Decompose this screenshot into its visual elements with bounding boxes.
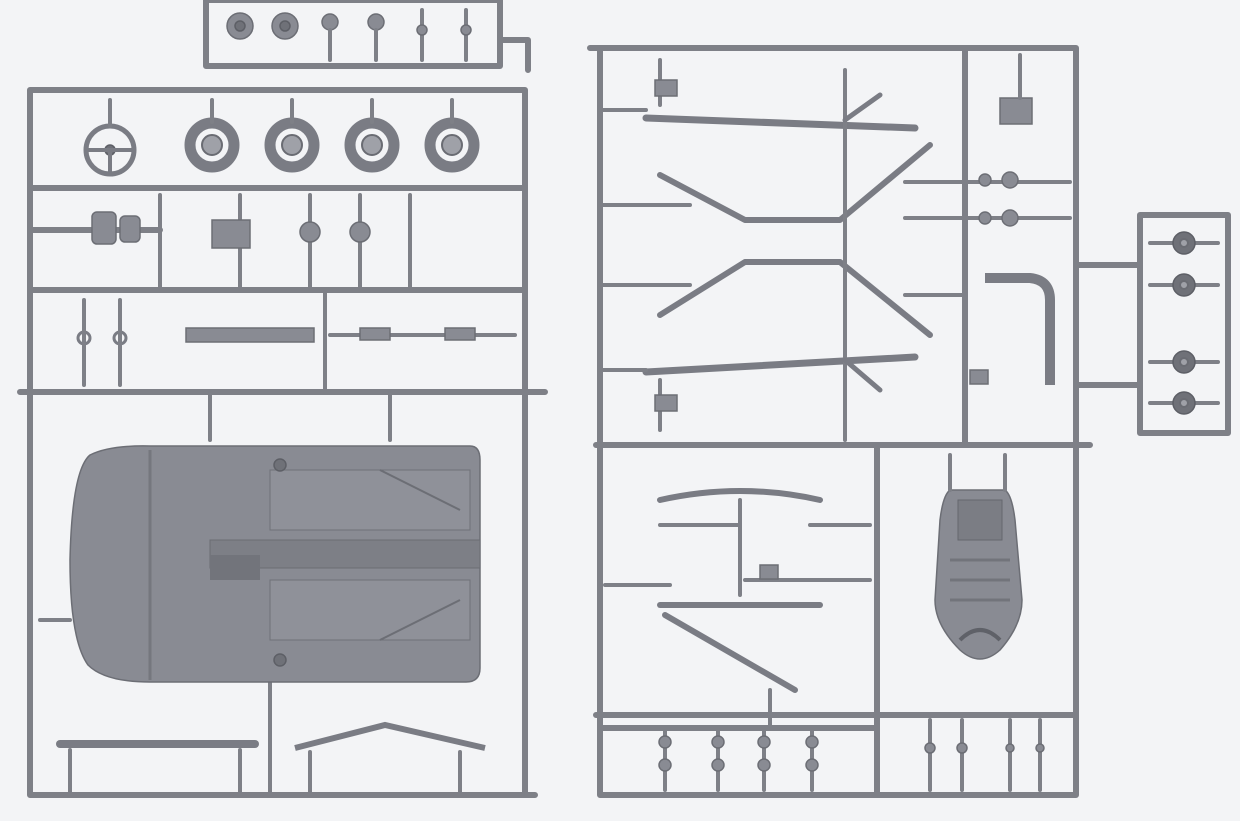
right-hub-sprue (1137, 212, 1231, 436)
chassis-floor-part (69, 445, 481, 683)
steering-wheel-part (83, 98, 137, 177)
tire-parts (184, 98, 480, 173)
left-sprue (17, 87, 548, 798)
roll-cage-parts (598, 58, 933, 442)
seat-part (934, 453, 1023, 660)
right-sprue (587, 45, 1143, 798)
top-hub-sprue (203, 0, 531, 73)
small-parts-row (658, 718, 1045, 792)
